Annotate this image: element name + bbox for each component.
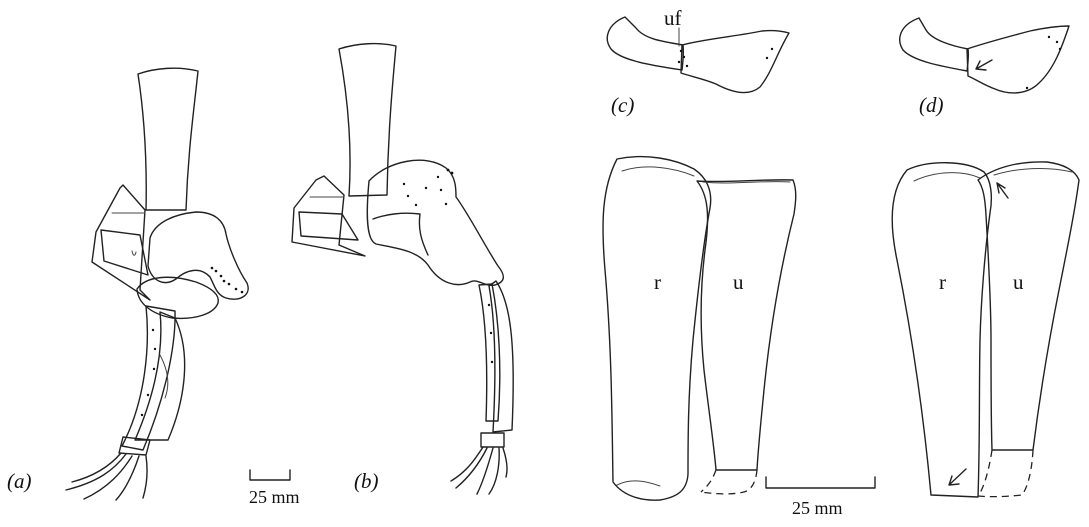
panel-b-digits: [451, 447, 507, 494]
panel-c-label: (c): [611, 93, 634, 117]
panel-d-radius-end: [900, 18, 969, 71]
panel-b-drawing: [292, 44, 513, 494]
right-radius-label: r: [939, 270, 946, 294]
panel-b-frame: [292, 176, 365, 256]
left-radius: [603, 157, 711, 501]
panel-d-ulna-end: [967, 26, 1069, 93]
scale-bar-left: [250, 470, 290, 480]
right-ulna-dashed-tip: [978, 450, 1033, 497]
panel-b-stipple: [403, 169, 493, 364]
right-radius: [892, 163, 991, 497]
panel-a-humerus-head: [148, 212, 248, 299]
panel-d-drawing: [900, 18, 1069, 93]
left-radius-label: r: [654, 270, 661, 294]
right-ulna: [978, 162, 1079, 450]
right-ulna-label: u: [1013, 270, 1024, 294]
panel-c-drawing: [607, 17, 789, 93]
uf-label: uf: [664, 6, 682, 30]
panel-a-digits: [66, 453, 147, 500]
panel-d-arrow: [976, 60, 992, 70]
left-scale-label: 25 mm: [249, 487, 300, 507]
right-arrow-bottom: [949, 469, 966, 485]
left-forearm-pair: [603, 157, 796, 501]
panel-c-stipple: [678, 48, 773, 67]
right-forearm-pair: [892, 162, 1079, 497]
right-arrow-top: [997, 183, 1008, 198]
left-ulna-dashed-tip: [701, 470, 757, 494]
panel-a-stipple: [141, 267, 244, 416]
panel-a-ulna: [135, 312, 185, 440]
panel-b-label: (b): [354, 469, 379, 493]
panel-a-drawing: [66, 68, 248, 500]
panel-a-label: (a): [7, 469, 32, 493]
scale-bar-right: [766, 477, 875, 488]
panel-b-wrist: [481, 433, 504, 447]
panel-d-label: (d): [919, 93, 944, 117]
panel-b-ulna: [489, 281, 513, 432]
left-ulna-label: u: [733, 270, 744, 294]
panel-d-stipple: [1026, 36, 1061, 89]
panel-a-upper-bone: [138, 68, 198, 210]
panel-c-ulna-end: [681, 31, 789, 93]
left-ulna: [697, 180, 796, 470]
panel-b-upper-bone: [339, 44, 396, 196]
right-scale-label: 25 mm: [792, 498, 843, 518]
panel-b-frame-inner: [299, 212, 358, 240]
